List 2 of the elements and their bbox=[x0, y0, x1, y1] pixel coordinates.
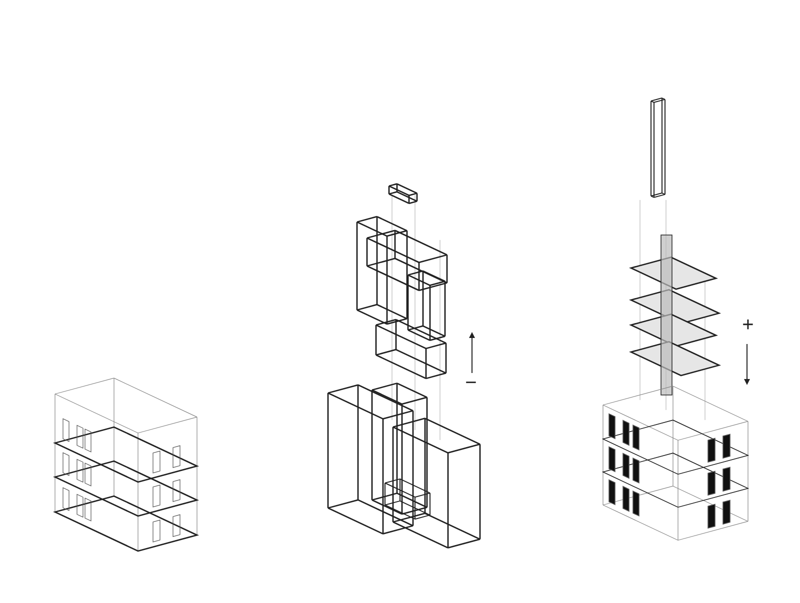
sign-label: + bbox=[742, 315, 754, 335]
sign-label: − bbox=[465, 373, 477, 393]
